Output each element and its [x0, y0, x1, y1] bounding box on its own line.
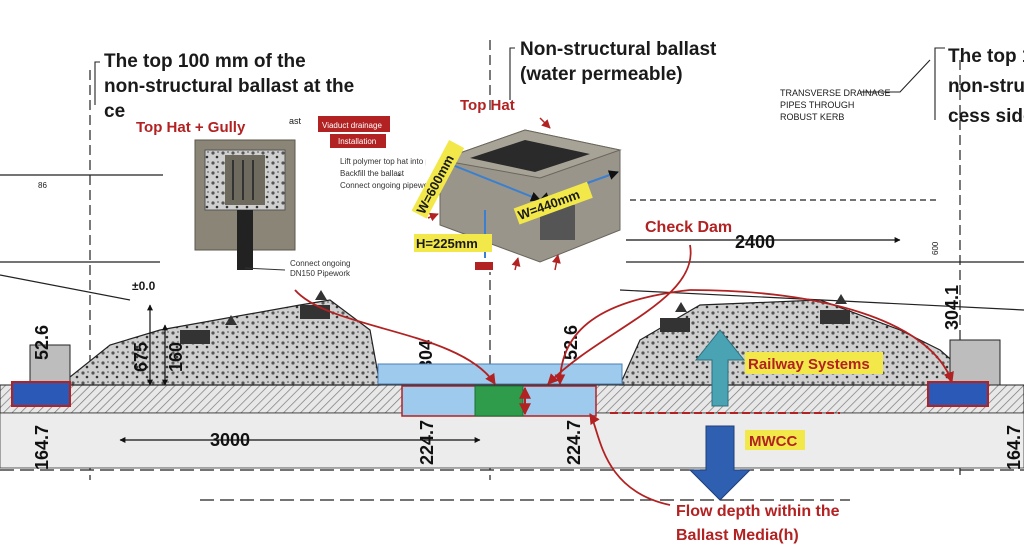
- inset-right-title: Top Hat: [460, 97, 515, 114]
- note-nonstructural-1: Non-structural ballast: [520, 39, 717, 60]
- dim-164-7-right: 164.7: [1004, 425, 1024, 470]
- railway-systems-label: Railway Systems: [748, 356, 870, 373]
- kerb-right: [949, 339, 1001, 386]
- inset-bullet-1: Lift polymer top hat into positi: [340, 157, 444, 166]
- railway-systems-arrow: [694, 329, 746, 407]
- dim-3000: 3000: [210, 430, 250, 450]
- railway-systems-bg: [745, 352, 883, 374]
- inset-bullet-3: Connect ongoing pipework at: [340, 181, 444, 190]
- note-right-top-2: non-struc: [948, 76, 1024, 97]
- note-right-top-1: The top 1: [948, 46, 1024, 67]
- note-transverse-1: TRANSVERSE DRAINAGE: [780, 88, 891, 98]
- inset-caption-2: DN150 Pipework: [290, 269, 351, 278]
- h225-bg: [414, 234, 492, 252]
- check-dam-label: Check Dam: [645, 219, 732, 236]
- mwcc-label: MWCC: [749, 433, 797, 450]
- dim-164-7-left: 164.7: [32, 425, 52, 470]
- note-right-top-3: cess side: [948, 106, 1024, 127]
- inset-left-title: Top Hat + Gully: [136, 119, 246, 136]
- inset-badge-1: Viaduct drainage: [322, 121, 382, 130]
- inset-top-hat: [426, 112, 626, 272]
- note-top-ballast-3: ce: [104, 101, 125, 122]
- mwcc-bg: [745, 430, 805, 450]
- dimension-arrows: [119, 237, 901, 443]
- surface-water-band: [377, 363, 623, 385]
- note-top-ballast-1: The top 100 mm of the: [104, 51, 306, 72]
- drain-pipe-left: [11, 381, 71, 407]
- drain-pipe-right: [927, 381, 989, 407]
- sleepers: [180, 290, 850, 344]
- check-dam-block: [474, 385, 524, 417]
- dim-224-7-left: 224.7: [417, 420, 437, 465]
- inset-left-fragment: ast: [289, 116, 302, 126]
- mwcc-arrow: [688, 425, 752, 501]
- dim-224-7-mid: 224.7: [564, 420, 584, 465]
- inset-caption-1: Connect ongoing: [290, 259, 351, 268]
- dim-2400: 2400: [735, 232, 775, 252]
- callout-curves: [294, 244, 954, 506]
- flow-depth-label-1: Flow depth within the: [676, 503, 840, 520]
- h225-text: H=225mm: [416, 236, 478, 251]
- dim-304-1: 304.1: [942, 285, 962, 330]
- flow-depth-label-2: Ballast Media(h): [676, 527, 799, 544]
- note-top-ballast-2: non-structural ballast at the: [104, 76, 354, 97]
- inset-badge-1-bg: [318, 116, 390, 132]
- dim-level-zero: ±0.0: [132, 279, 156, 293]
- note-leaders: [94, 47, 945, 120]
- dim-160: 160: [166, 342, 186, 372]
- dim-304: 304: [416, 340, 436, 370]
- inset-badge-2-bg: [330, 134, 386, 148]
- note-transverse-2: PIPES THROUGH: [780, 100, 854, 110]
- dim-675: 675: [131, 342, 151, 372]
- dim-52-6-left: 52.6: [32, 325, 52, 360]
- inset-bullet-2: Backfill the ballast: [340, 169, 405, 178]
- dim-86: 86: [38, 181, 47, 190]
- note-nonstructural-2: (water permeable): [520, 64, 683, 85]
- dim-600: 600: [931, 241, 940, 255]
- inset-badge-2: Installation: [338, 137, 376, 146]
- note-transverse-3: ROBUST KERB: [780, 112, 844, 122]
